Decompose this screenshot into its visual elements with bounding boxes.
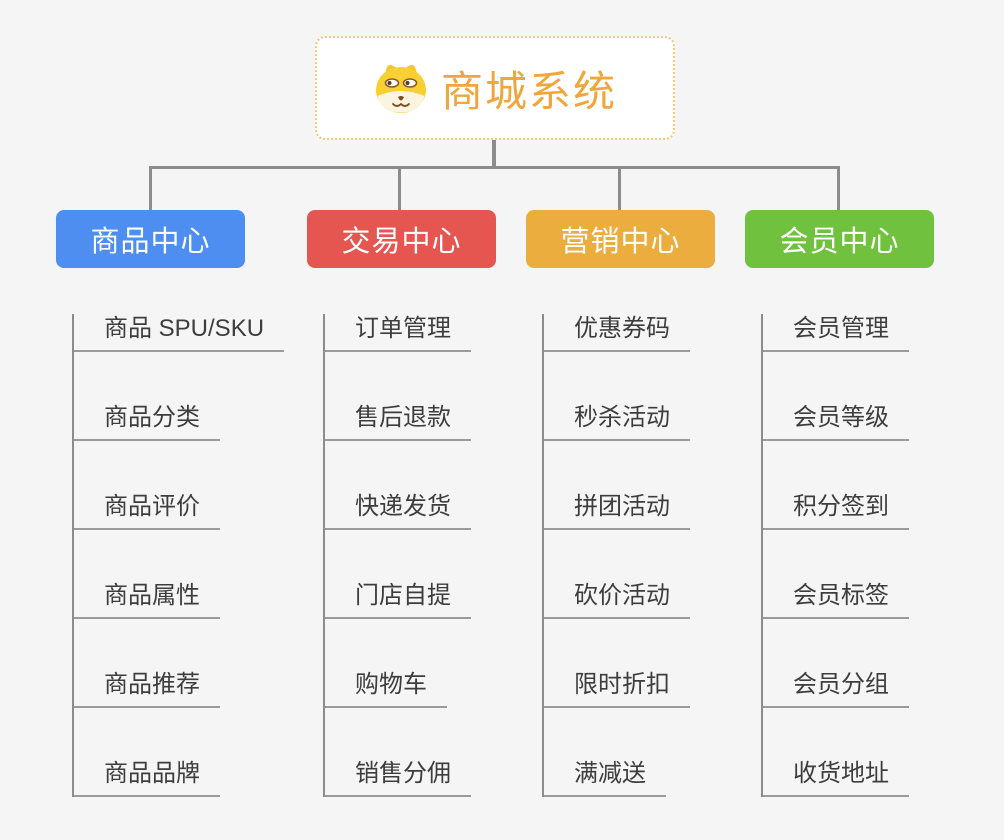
connector-drop-marketing bbox=[618, 168, 621, 210]
leaf-node[interactable]: 满减送 bbox=[544, 759, 666, 797]
leaf-node[interactable]: 商品分类 bbox=[74, 403, 220, 441]
leaf-node[interactable]: 限时折扣 bbox=[544, 670, 690, 708]
branch-product-center: 商品中心 商品 SPU/SKU 商品分类 商品评价 商品属性 商品推荐 商品品牌 bbox=[56, 210, 285, 797]
leaf-list-marketing: 优惠券码 秒杀活动 拼团活动 砍价活动 限时折扣 满减送 bbox=[542, 314, 772, 797]
leaf-node[interactable]: 商品品牌 bbox=[74, 759, 220, 797]
branch-node-marketing-center[interactable]: 营销中心 bbox=[526, 210, 715, 268]
leaf-node[interactable]: 会员管理 bbox=[763, 314, 909, 352]
branch-trade-center: 交易中心 订单管理 售后退款 快递发货 门店自提 购物车 销售分佣 bbox=[307, 210, 496, 797]
leaf-node[interactable]: 商品 SPU/SKU bbox=[74, 314, 285, 352]
leaf-node[interactable]: 拼团活动 bbox=[544, 492, 690, 530]
leaf-node[interactable]: 积分签到 bbox=[763, 492, 909, 530]
branch-node-trade-center[interactable]: 交易中心 bbox=[307, 210, 496, 268]
connector-drop-product bbox=[149, 168, 152, 210]
connector-root-stub bbox=[492, 139, 496, 168]
connector-bus-line bbox=[149, 166, 840, 169]
leaf-list-trade: 订单管理 售后退款 快递发货 门店自提 购物车 销售分佣 bbox=[323, 314, 553, 797]
root-node-label: 商城系统 bbox=[440, 67, 617, 115]
leaf-node[interactable]: 秒杀活动 bbox=[544, 403, 690, 441]
shiba-dog-icon bbox=[375, 64, 426, 113]
leaf-node[interactable]: 会员分组 bbox=[763, 670, 909, 708]
leaf-node[interactable]: 订单管理 bbox=[325, 314, 471, 352]
leaf-node[interactable]: 会员等级 bbox=[763, 403, 909, 441]
leaf-list-member: 会员管理 会员等级 积分签到 会员标签 会员分组 收货地址 bbox=[761, 314, 991, 797]
leaf-node[interactable]: 会员标签 bbox=[763, 581, 909, 619]
leaf-node[interactable]: 快递发货 bbox=[325, 492, 471, 530]
leaf-node[interactable]: 商品评价 bbox=[74, 492, 220, 530]
leaf-node[interactable]: 购物车 bbox=[325, 670, 447, 708]
leaf-node[interactable]: 收货地址 bbox=[763, 759, 909, 797]
branch-marketing-center: 营销中心 优惠券码 秒杀活动 拼团活动 砍价活动 限时折扣 满减送 bbox=[526, 210, 715, 797]
leaf-node[interactable]: 售后退款 bbox=[325, 403, 471, 441]
leaf-node[interactable]: 销售分佣 bbox=[325, 759, 471, 797]
connector-drop-trade bbox=[398, 168, 401, 210]
leaf-node[interactable]: 优惠券码 bbox=[544, 314, 690, 352]
leaf-node[interactable]: 门店自提 bbox=[325, 581, 471, 619]
connector-drop-member bbox=[837, 168, 840, 210]
leaf-node[interactable]: 商品属性 bbox=[74, 581, 220, 619]
leaf-node[interactable]: 商品推荐 bbox=[74, 670, 220, 708]
branch-node-product-center[interactable]: 商品中心 bbox=[56, 210, 245, 268]
root-node-mall-system[interactable]: 商城系统 bbox=[315, 36, 675, 140]
leaf-node[interactable]: 砍价活动 bbox=[544, 581, 690, 619]
branch-member-center: 会员中心 会员管理 会员等级 积分签到 会员标签 会员分组 收货地址 bbox=[745, 210, 934, 797]
branch-node-member-center[interactable]: 会员中心 bbox=[745, 210, 934, 268]
leaf-list-product: 商品 SPU/SKU 商品分类 商品评价 商品属性 商品推荐 商品品牌 bbox=[72, 314, 302, 797]
